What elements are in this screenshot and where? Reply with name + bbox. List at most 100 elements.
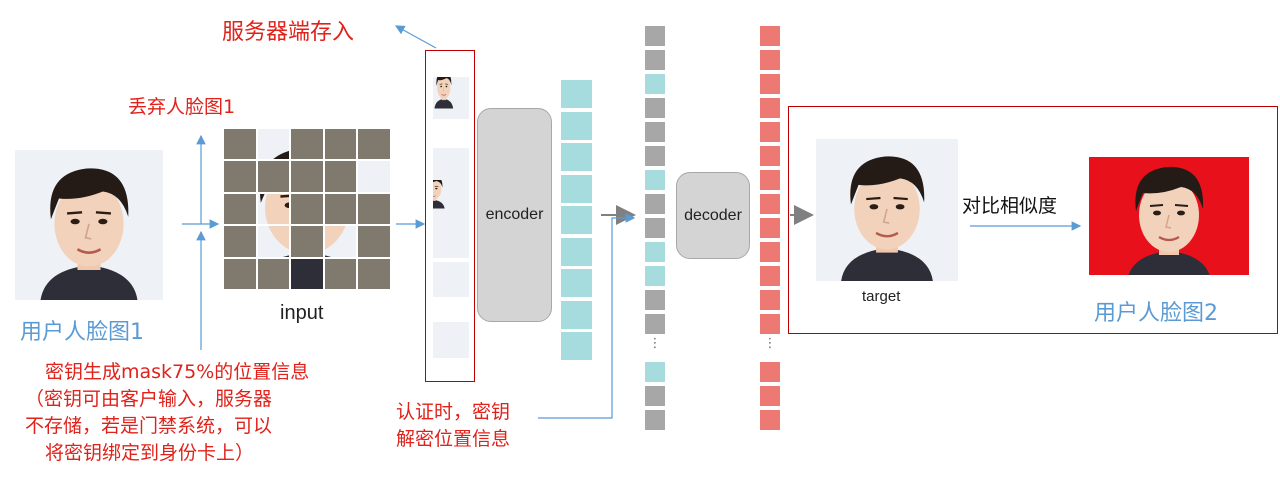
encoder-label: encoder [485,206,544,223]
masked-patch [257,161,290,192]
grid-line [390,128,391,290]
masked-patch [224,258,256,289]
token-cell [760,314,780,334]
key-note-line2: （密钥可由客户输入，服务器 [25,388,273,410]
decoder-label: decoder [684,206,742,224]
key-note-line4: 将密钥绑定到身份卡上） [45,442,255,464]
auth-note-line1: 认证时，密钥 [396,401,511,423]
user-face-1-label: 用户人脸图1 [20,320,144,345]
grid-line [356,128,359,290]
encoded-token-column [561,80,592,360]
masked-patch [224,226,256,257]
masked-patch [224,193,256,225]
token-cell [645,314,665,334]
masked-patch [324,161,357,192]
token-cell [561,80,592,108]
token-cell [561,300,592,329]
grid-line [223,128,391,129]
key-note-line3: 不存储，若是门禁系统，可以 [25,415,273,437]
token-cell [760,218,780,238]
token-cell [760,170,780,190]
masked-patch [257,258,290,289]
token-cell [645,266,665,286]
token-cell [760,50,780,70]
token-cell [645,98,665,118]
ellipsis-icon: ⋮ [763,336,777,351]
target-face-photo [816,139,958,281]
decoder-block: decoder [676,172,750,259]
grid-line [289,128,292,290]
grid-line [255,128,258,290]
comparison-frame [788,106,1278,334]
discard-face-1-label: 丢弃人脸图1 [128,96,236,118]
grid-line [223,289,391,290]
token-cell [645,362,665,382]
token-cell [645,194,665,214]
kept-patch-5 [433,262,469,297]
token-cell [645,410,665,430]
token-cell [760,386,780,406]
grid-line [223,256,391,259]
token-cell [760,194,780,214]
compare-similarity-label: 对比相似度 [962,195,1058,217]
masked-patch [224,129,256,160]
grid-line [322,128,325,290]
token-cell [645,74,665,94]
token-cell [645,146,665,166]
input-label: input [280,302,324,324]
masked-patch [324,258,357,289]
token-cell [561,332,592,360]
grid-line [223,224,391,227]
grid-line [223,191,391,194]
token-cell [561,206,592,234]
token-cell [561,174,592,203]
token-cell [645,122,665,142]
encoder-block: encoder [477,108,552,322]
token-cell [760,410,780,430]
masked-patch [224,161,256,192]
token-cell [645,26,665,46]
masked-patch [358,193,390,225]
masked-patch [358,258,390,289]
decoded-token-column: ⋮ [760,26,780,430]
token-cell [760,74,780,94]
arrow-icon [538,213,636,419]
token-cell [645,290,665,310]
token-cell [760,146,780,166]
kept-patch-4 [433,218,469,258]
token-cell [645,170,665,190]
token-cell [760,26,780,46]
kept-patch-3 [433,180,469,218]
token-cell [760,266,780,286]
masked-patch [324,129,357,160]
kept-patch-2 [433,148,469,180]
grid-line [223,159,391,162]
full-token-column: ⋮ [645,26,665,430]
masked-input-grid [223,128,391,290]
token-cell [645,242,665,262]
token-cell [645,218,665,238]
ellipsis-icon: ⋮ [648,336,662,351]
kept-patch-1 [433,77,469,119]
masked-patch [291,226,323,257]
user-face-2-photo [1089,157,1249,275]
kept-patches-frame [425,50,475,382]
server-store-label: 服务器端存入 [222,20,355,45]
token-cell [561,143,592,171]
token-cell [760,242,780,262]
masked-patch [358,226,390,257]
token-cell [760,122,780,142]
auth-note-line2: 解密位置信息 [396,428,511,450]
target-label: target [862,288,901,305]
token-cell [760,98,780,118]
user-face-1-photo [15,150,163,300]
masked-patch [291,129,323,160]
token-cell [645,50,665,70]
token-cell [760,362,780,382]
token-cell [645,386,665,406]
user-face-2-label: 用户人脸图2 [1094,301,1218,326]
token-cell [561,237,592,266]
token-cell [760,290,780,310]
masked-patch [291,161,323,192]
